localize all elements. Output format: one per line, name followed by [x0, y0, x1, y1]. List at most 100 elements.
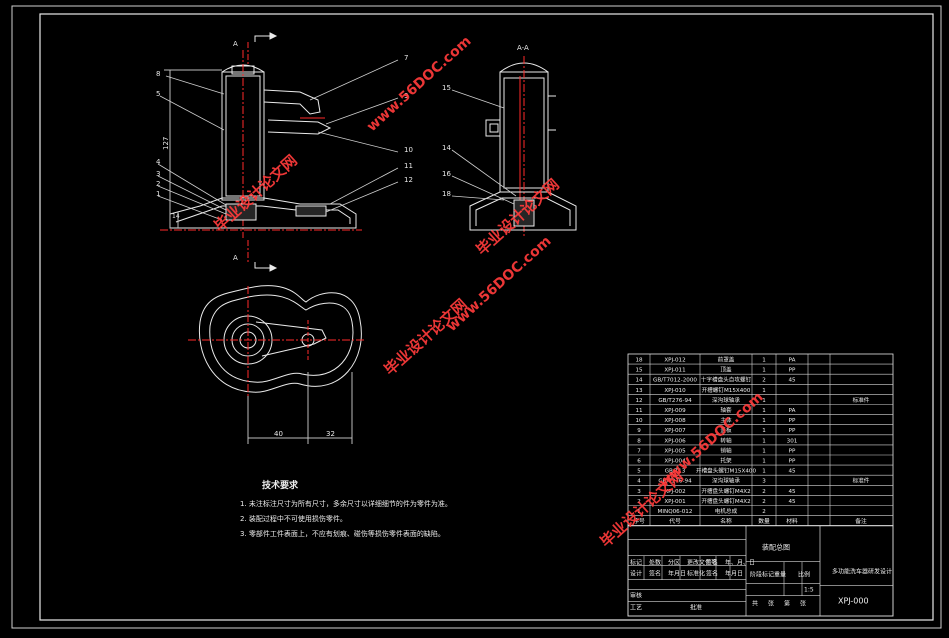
tb-border — [627, 525, 894, 617]
tb-product-name: 多功能洗车器研发设计 — [832, 568, 892, 576]
section-title-aa: A-A — [517, 44, 529, 52]
balloon-front: 1 — [156, 190, 160, 198]
balloon-right: 9 — [404, 92, 408, 100]
bom-cell: 14 — [635, 378, 643, 384]
tb-label-r1: 分区 — [668, 559, 680, 567]
bom-cell: 3 — [637, 489, 641, 495]
bom-cell: 6 — [637, 459, 641, 465]
bom-cell: 开槽盘头螺钉M4X2 — [701, 497, 750, 505]
bom-cell: 1 — [762, 398, 766, 404]
tb-label-r3: 阶段标记 — [750, 571, 774, 579]
bom-cell: 15 — [635, 368, 643, 374]
bom-cell: 1 — [762, 408, 766, 414]
bom-cell: 11 — [635, 408, 643, 414]
tb-label-r2: 年月日 — [725, 570, 743, 578]
bom-cell: 1 — [637, 509, 641, 515]
bom-cell: 3 — [762, 479, 766, 485]
bom-cell: XPJ-002 — [664, 489, 685, 495]
bom-cell: 开槽螺钉M15X400 — [702, 386, 751, 394]
leader-lines — [157, 59, 517, 221]
bom-cell: 10 — [635, 418, 643, 424]
bom-cell: 45 — [788, 378, 796, 384]
bom-cell: 1 — [762, 448, 766, 454]
notes-title: 技术要求 — [262, 479, 299, 491]
tb-label-r3: 重量 — [774, 571, 786, 579]
tb-label-r3: 比例 — [798, 571, 810, 579]
notes-line: 1. 未注标注尺寸为所有尺寸，多余尺寸以详细细节的件为零件为准。 — [240, 499, 452, 508]
dim-width-a: 40 — [274, 430, 283, 438]
tb-label-r1: 签名 — [706, 559, 718, 567]
notes-line: 3. 零部件工件表面上，不应有划痕、碰伤等损伤零件表面的缺陷。 — [240, 529, 445, 538]
bom-cell: 45 — [788, 489, 796, 495]
bom-cell: 9 — [637, 428, 641, 434]
tb-scale: 1:5 — [804, 587, 814, 594]
bom-cell: GB/T13 — [665, 469, 686, 475]
bom-cell: PP — [789, 459, 796, 465]
tb-label-r5: 张 — [800, 600, 806, 608]
bom-cell: 深沟球轴承 — [712, 396, 740, 404]
bom-cell: XPJ-010 — [664, 388, 686, 394]
tb-label-r2: 签名 — [649, 570, 661, 578]
bom-cell: 5 — [637, 469, 641, 475]
bom-cell: XPJ-005 — [664, 448, 686, 454]
balloon-right: 12 — [404, 176, 413, 184]
bom-cell: 12 — [635, 398, 642, 404]
balloon-side: 15 — [442, 84, 451, 92]
bom-cell: 2 — [762, 509, 766, 515]
balloon-front: 8 — [156, 70, 160, 78]
tb-label-r1: 处数 — [649, 559, 661, 567]
balloon-front: 5 — [156, 90, 160, 98]
inner-border — [39, 13, 934, 621]
bom-cell: 8 — [637, 438, 641, 444]
bom-cell: 主体 — [720, 416, 732, 424]
bom-cell: PP — [789, 448, 796, 454]
tb-drawing-no: XPJ-000 — [838, 597, 869, 606]
bom-cell: XPJ-006 — [664, 438, 686, 444]
bom-cell: 轴套 — [720, 406, 732, 414]
bom-cell: XPJ-009 — [664, 408, 686, 414]
bom-cell: 1 — [762, 459, 766, 465]
bom-cell: 1 — [762, 428, 766, 434]
bom-cell: GB/T276-94 — [658, 398, 692, 404]
bom-header: 序号代号名称数量材料备注 — [633, 517, 867, 525]
bom-cell: XPJ-004 — [664, 459, 686, 465]
tb-label-r5: 共 — [752, 600, 758, 608]
bom-cell: 标准件 — [853, 477, 870, 485]
bom-cell: 顶盖 — [720, 366, 732, 374]
tb-label-r2: 标准化 — [687, 570, 705, 578]
bom-cell: XPJ-008 — [664, 418, 686, 424]
bom-cell: 18 — [635, 358, 643, 364]
bom-cell: 1 — [762, 469, 766, 475]
front-section-view — [160, 32, 362, 272]
bom-cell: XPJ-007 — [664, 428, 686, 434]
bom-cell: 4 — [637, 479, 641, 485]
title-block: 装配总图多功能洗车器研发设计XPJ-0001:5标记处数分区更改文件号签名年、月… — [627, 525, 894, 617]
bom-cell: PP — [789, 418, 796, 424]
bom-cell: PP — [789, 428, 796, 434]
balloon-side: 16 — [442, 170, 451, 178]
bom-cell: 前罩盖 — [718, 356, 735, 364]
balloon-right: 11 — [404, 162, 413, 170]
bom-cell: 2 — [762, 489, 766, 495]
tb-label-r2: 签名 — [706, 570, 718, 578]
bom-cell: 13 — [635, 388, 643, 394]
tb-label-r1: 年、月、日 — [725, 559, 755, 567]
balloon-front: 2 — [156, 180, 160, 188]
bom-cell: XPJ-011 — [664, 368, 686, 374]
bom-header-cell: 数量 — [758, 517, 770, 525]
bom-cell: 转轴 — [720, 436, 732, 444]
dim-height: 127 — [162, 137, 170, 150]
